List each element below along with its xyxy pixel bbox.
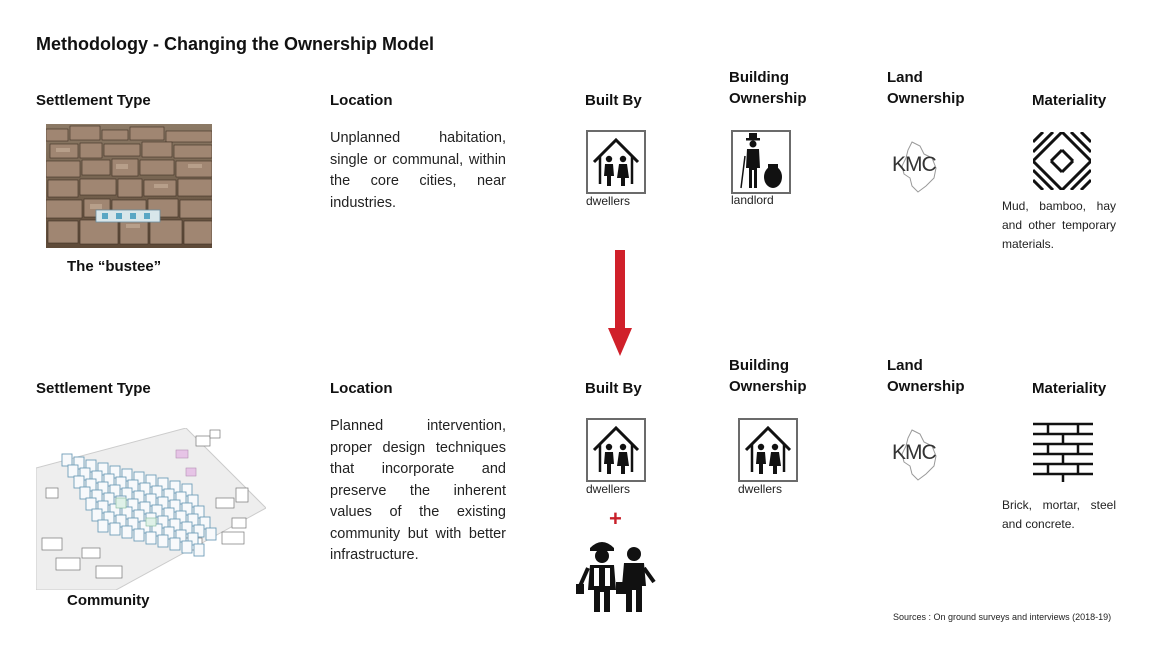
header-line: Land: [887, 357, 923, 374]
header-settlement-type-1: Settlement Type: [36, 92, 151, 109]
page-title: Methodology - Changing the Ownership Mod…: [36, 34, 434, 54]
header-location-1: Location: [330, 92, 393, 109]
header-line: Ownership: [729, 90, 807, 107]
header-line: Ownership: [729, 378, 807, 395]
community-caption: Community: [67, 592, 150, 609]
house-with-two-people-icon: [738, 418, 798, 482]
down-arrow-icon: [606, 250, 634, 358]
header-materiality-2: Materiality: [1032, 380, 1107, 397]
header-line: Ownership: [887, 90, 965, 107]
header-land-ownership-2: Land Ownership: [887, 355, 965, 397]
landlord-figure-icon: [731, 130, 791, 194]
house-with-two-people-icon: [586, 130, 646, 194]
bustee-caption: The “bustee”: [67, 258, 162, 275]
header-materiality-1: Materiality: [1032, 92, 1107, 109]
materiality-text-1: Mud, bamboo, hay and other temporary mat…: [1002, 199, 1116, 251]
built-by-label-2: dwellers: [586, 482, 631, 496]
house-with-two-people-icon: [586, 418, 646, 482]
header-line: Ownership: [887, 378, 965, 395]
built-by-label-1: dwellers: [586, 194, 631, 208]
kmc-label: KMC: [892, 153, 937, 176]
building-owner-label-2: dwellers: [738, 482, 783, 496]
header-line: Land: [887, 69, 923, 86]
header-building-ownership-1: Building Ownership: [729, 67, 807, 109]
header-building-ownership-2: Building Ownership: [729, 355, 807, 397]
header-land-ownership-1: Land Ownership: [887, 67, 965, 109]
header-settlement-type-2: Settlement Type: [36, 380, 151, 397]
location-text-2: Planned intervention, proper design tech…: [330, 418, 506, 563]
woven-texture-icon: [1031, 130, 1093, 192]
brick-wall-icon: [1033, 422, 1093, 482]
kmc-map-logo-icon: KMC: [890, 140, 946, 194]
header-built-by-1: Built By: [585, 92, 642, 109]
building-owner-label-1: landlord: [731, 193, 774, 207]
source-note: Sources : On ground surveys and intervie…: [893, 612, 1112, 622]
bustee-photo: [45, 124, 213, 248]
header-line: Building: [729, 357, 789, 374]
header-built-by-2: Built By: [585, 380, 642, 397]
header-line: Building: [729, 69, 789, 86]
plus-sign: +: [609, 506, 622, 531]
kmc-map-logo-icon: KMC: [890, 428, 946, 482]
header-location-2: Location: [330, 380, 393, 397]
location-text-1: Unplanned habitation, single or communal…: [330, 130, 506, 211]
materiality-text-2: Brick, mortar, steel and concrete.: [1002, 498, 1116, 531]
construction-workers-icon: [576, 538, 656, 614]
kmc-label: KMC: [892, 441, 937, 464]
community-model-image: [35, 427, 267, 591]
